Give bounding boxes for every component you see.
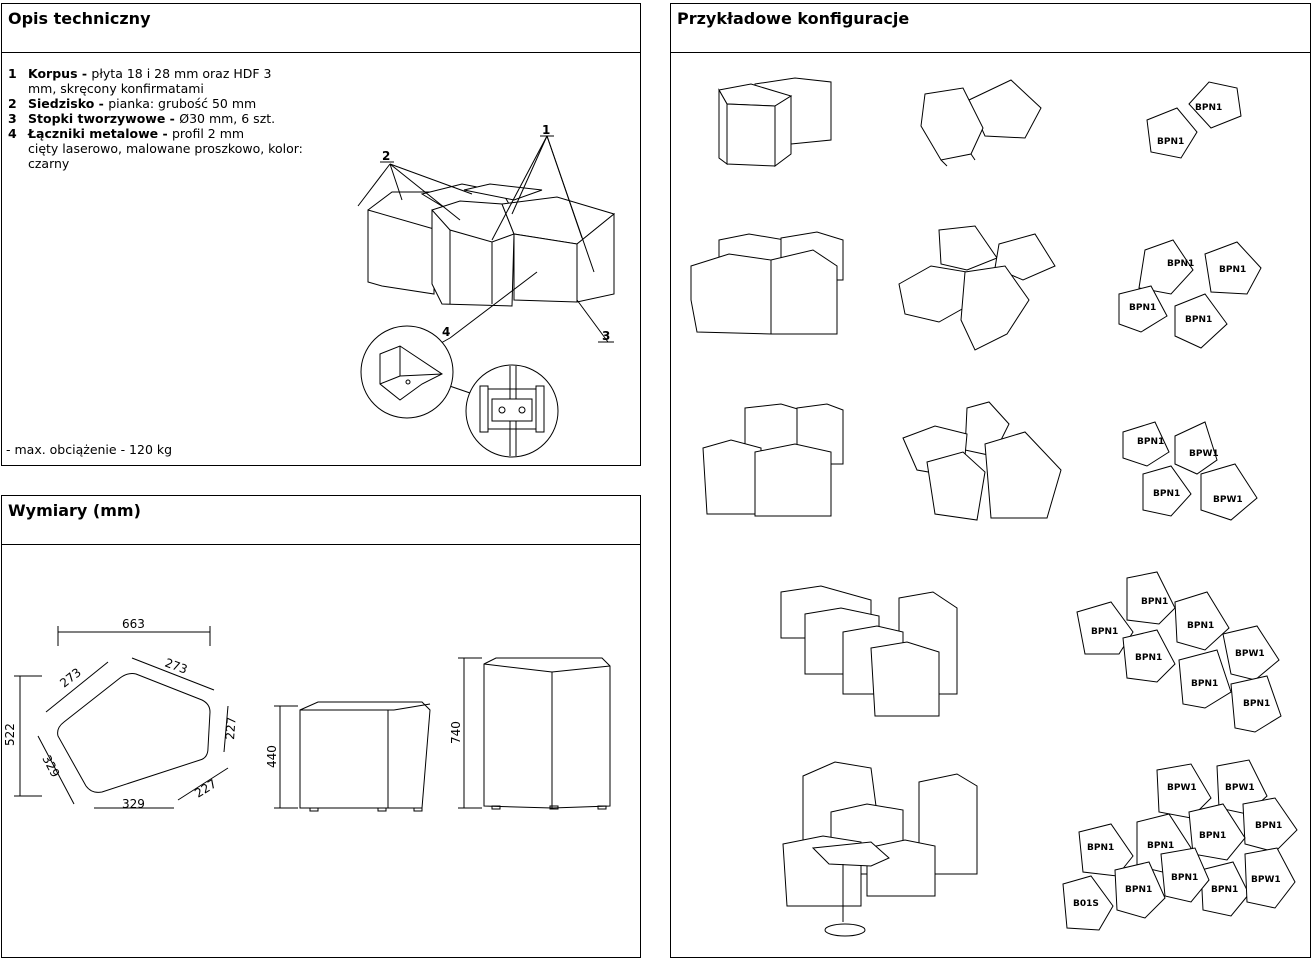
plan-label: BPN1 [1167, 259, 1194, 269]
config-plan-4 [1076, 571, 1282, 733]
dim-depth: 522 [3, 723, 17, 746]
spec-item-continuation: mm, skręcony konfirmatami [28, 81, 204, 96]
plan-label: BPN1 [1191, 679, 1218, 689]
configurations-title: Przykładowe konfiguracje [671, 4, 1310, 53]
config-3d-3b [902, 401, 1062, 521]
plan-label: BPW1 [1189, 449, 1219, 459]
config-3d-2b [898, 225, 1056, 351]
config-plan-2 [1118, 239, 1262, 349]
dimension-drawings: 663 522 273 273 227 227 329 329 440 [3, 617, 611, 812]
config-3d-1a [718, 77, 832, 167]
side-view-low [299, 701, 431, 812]
dim-edge: 227 [192, 777, 219, 801]
plan-label: BPN1 [1137, 437, 1164, 447]
dim-height-low: 440 [265, 745, 279, 768]
plan-label: BPW1 [1235, 649, 1265, 659]
plan-label: BPN1 [1219, 265, 1246, 275]
callout-label: 2 [382, 149, 390, 163]
dimensions-title: Wymiary (mm) [2, 496, 640, 545]
plan-label: BPN1 [1211, 885, 1238, 895]
plan-label: B01S [1073, 899, 1099, 909]
config-plan-5 [1062, 759, 1298, 931]
dim-height-high: 740 [449, 721, 463, 744]
max-load-note: - max. obciążenie - 120 kg [6, 442, 173, 457]
callout-label: 1 [542, 123, 550, 137]
config-3d-2a [690, 231, 844, 335]
plan-label: BPN1 [1135, 653, 1162, 663]
side-view-high [483, 657, 611, 810]
plan-label: BPN1 [1243, 699, 1270, 709]
spec-item-continuation: czarny [28, 156, 70, 171]
tech-description-title: Opis techniczny [2, 4, 640, 53]
spec-list: 1 Korpus - płyta 18 i 28 mm oraz HDF 3 m… [8, 66, 338, 171]
plan-label: BPW1 [1213, 495, 1243, 505]
dim-edge: 329 [122, 797, 145, 811]
config-3d-1b [920, 79, 1042, 167]
config-3d-3a [702, 403, 844, 517]
dim-edge: 273 [163, 656, 189, 677]
plan-label: BPN1 [1141, 597, 1168, 607]
plan-label: BPW1 [1167, 783, 1197, 793]
callout-label: 3 [602, 329, 610, 343]
plan-label: BPW1 [1225, 783, 1255, 793]
plan-label: BPN1 [1195, 103, 1222, 113]
configuration-drawings: BPN1 BPN1 BPN1 BPN1 BPN1 BPN1 [690, 77, 1298, 937]
plan-label: BPN1 [1129, 303, 1156, 313]
plan-label: BPN1 [1147, 841, 1174, 851]
configurations-panel: Przykładowe konfiguracje BPN1 BPN1 [670, 3, 1311, 958]
plan-label: BPN1 [1255, 821, 1282, 831]
dim-width: 663 [122, 617, 145, 631]
plan-label: BPN1 [1153, 489, 1180, 499]
plan-label: BPW1 [1251, 875, 1281, 885]
config-3d-4 [780, 585, 958, 717]
plan-label: BPN1 [1187, 621, 1214, 631]
assembly-modules [367, 183, 616, 307]
dim-edge: 227 [223, 716, 239, 740]
assembly-drawing: 1 2 3 4 [357, 123, 616, 458]
spec-item: 2 Siedzisko - pianka: grubość 50 mm [8, 96, 257, 111]
plan-label: BPN1 [1185, 315, 1212, 325]
dimensions-panel: Wymiary (mm) 663 522 273 273 227 227 329… [1, 495, 641, 958]
plan-label: BPN1 [1091, 627, 1118, 637]
tech-description-panel: Opis techniczny 1 Korpus - płyta 18 i 28… [1, 3, 641, 466]
plan-label: BPN1 [1171, 873, 1198, 883]
spec-item: 3 Stopki tworzywowe - Ø30 mm, 6 szt. [8, 111, 276, 126]
config-3d-5 [782, 761, 978, 937]
spec-item: 4 Łączniki metalowe - profil 2 mm [8, 126, 245, 141]
plan-label: BPN1 [1199, 831, 1226, 841]
top-view-pentagon [57, 673, 211, 793]
plan-label: BPN1 [1125, 885, 1152, 895]
callout-label: 4 [442, 325, 450, 339]
plan-label: BPN1 [1157, 137, 1184, 147]
connector-detail [360, 325, 559, 458]
spec-item-continuation: cięty laserowo, malowane proszkowo, kolo… [28, 141, 303, 156]
dim-edge: 273 [57, 665, 84, 690]
plan-label: BPN1 [1087, 843, 1114, 853]
spec-item: 1 Korpus - płyta 18 i 28 mm oraz HDF 3 [8, 66, 272, 81]
config-plan-1 [1146, 81, 1242, 159]
config-plan-3 [1122, 421, 1258, 521]
